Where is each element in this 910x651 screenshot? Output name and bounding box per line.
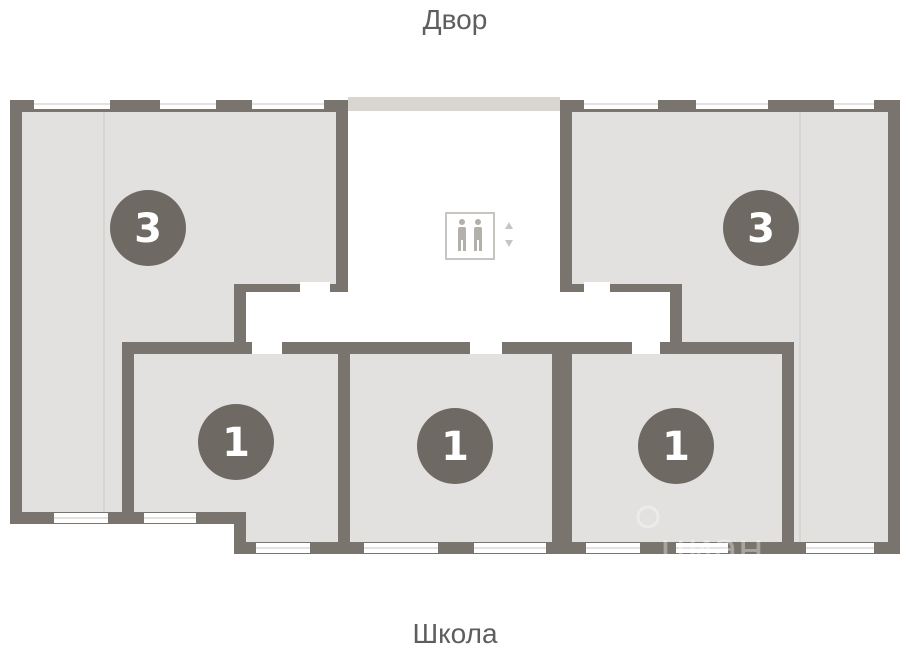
room-badge-3-right: 3 bbox=[723, 190, 799, 266]
windows-top bbox=[34, 99, 874, 109]
yard-label: Двор bbox=[422, 4, 488, 35]
room-badge-1-left: 1 bbox=[198, 404, 274, 480]
room-badge-1-center: 1 bbox=[417, 408, 493, 484]
location-pin-icon bbox=[636, 505, 660, 529]
room-count: 3 bbox=[747, 206, 775, 252]
room-count: 1 bbox=[441, 424, 469, 470]
watermark-text: циан bbox=[660, 526, 764, 572]
elevator-icon bbox=[445, 212, 495, 260]
room-badge-3-left: 3 bbox=[110, 190, 186, 266]
up-down-arrows-icon bbox=[505, 222, 513, 247]
doors bbox=[252, 282, 660, 354]
corridor-top-wall bbox=[348, 97, 560, 111]
room-count: 1 bbox=[662, 424, 690, 470]
windows-bottom bbox=[54, 513, 874, 553]
room-count: 3 bbox=[134, 206, 162, 252]
watermark: циан bbox=[636, 505, 764, 572]
room-badge-1-right: 1 bbox=[638, 408, 714, 484]
school-label: Школа bbox=[412, 618, 498, 649]
corridor bbox=[246, 108, 670, 342]
room-count: 1 bbox=[222, 420, 250, 466]
